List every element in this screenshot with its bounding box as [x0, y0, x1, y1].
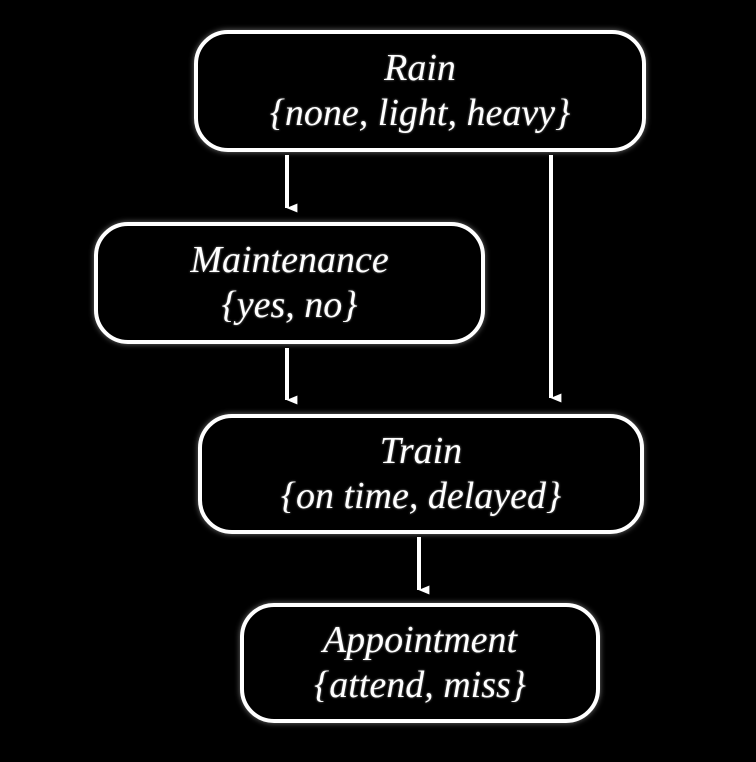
- node-appointment-states: {attend, miss}: [314, 664, 526, 706]
- node-maintenance[interactable]: Maintenance {yes, no}: [94, 222, 485, 344]
- node-rain-states: {none, light, heavy}: [269, 92, 571, 134]
- node-train-states: {on time, delayed}: [280, 475, 562, 517]
- node-rain-title: Rain: [384, 46, 456, 89]
- node-train[interactable]: Train {on time, delayed}: [198, 414, 644, 534]
- node-appointment-title: Appointment: [322, 618, 518, 661]
- node-maintenance-states: {yes, no}: [221, 284, 358, 326]
- node-rain[interactable]: Rain {none, light, heavy}: [194, 30, 646, 152]
- node-train-title: Train: [379, 429, 463, 472]
- node-appointment[interactable]: Appointment {attend, miss}: [240, 603, 600, 723]
- node-maintenance-title: Maintenance: [190, 238, 389, 281]
